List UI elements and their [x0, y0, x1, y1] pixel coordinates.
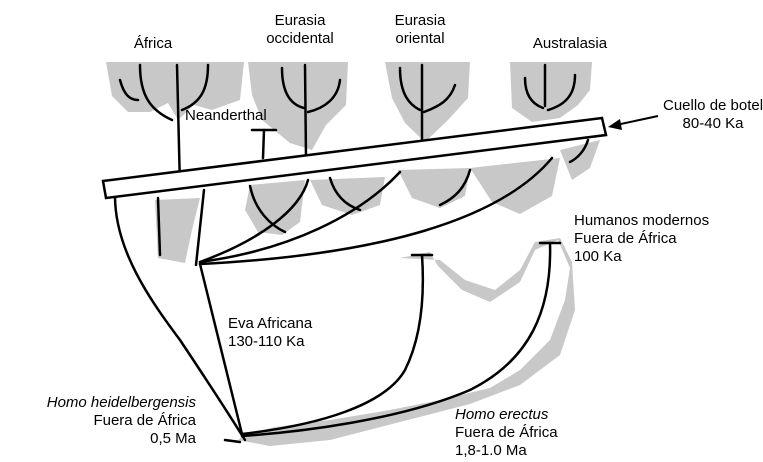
heidelbergensis-line-2: Fuera de África: [0, 412, 196, 430]
modern-humans-line-2: Fuera de África: [574, 230, 709, 248]
lower-shading-1: [155, 198, 200, 263]
bottleneck-label: Cuello de botella 80-40 Ka: [663, 97, 763, 133]
neanderthal-label: Neanderthal: [185, 107, 267, 125]
neanderthal-line: [263, 130, 264, 158]
bottleneck-line-1: Cuello de botella: [663, 97, 763, 115]
heidelbergensis-label: Homo heidelbergensis Fuera de África 0,5…: [0, 394, 196, 448]
western-eurasia-line-2: occidental: [245, 30, 355, 48]
region-label-africa: África: [123, 35, 183, 53]
region-label-western-eurasia: Eurasia occidental: [245, 12, 355, 48]
african-eve-line-1: Eva Africana: [228, 315, 312, 333]
bottleneck-arrow: [608, 116, 658, 130]
african-eve-label: Eva Africana 130-110 Ka: [228, 315, 312, 351]
modern-humans-label: Humanos modernos Fuera de África 100 Ka: [574, 212, 709, 266]
right-shading: [560, 140, 600, 180]
lineage-shading: [106, 62, 600, 446]
erectus-line-3: 1,8-1.0 Ma: [455, 442, 558, 460]
region-label-eastern-eurasia: Eurasia oriental: [380, 12, 460, 48]
modern-humans-line-1: Humanos modernos: [574, 212, 709, 230]
heidelbergensis-connector: [225, 440, 240, 442]
lower-shading-4: [398, 168, 470, 208]
heidelbergensis-line-1: Homo heidelbergensis: [0, 394, 196, 412]
bottleneck-line-2: 80-40 Ka: [663, 115, 763, 133]
heidelbergensis-line-3: 0,5 Ma: [0, 430, 196, 448]
erectus-line-1: Homo erectus: [455, 406, 558, 424]
african-eve-line-2: 130-110 Ka: [228, 333, 312, 351]
lower-shading-5: [470, 158, 560, 214]
western-eurasia-trunk: [305, 65, 306, 158]
erectus-label: Homo erectus Fuera de África 1,8-1.0 Ma: [455, 406, 558, 460]
australasia-shading: [510, 62, 592, 122]
eastern-eurasia-shading: [385, 62, 470, 142]
western-eurasia-line-1: Eurasia: [245, 12, 355, 30]
eastern-eurasia-line-1: Eurasia: [380, 12, 460, 30]
region-label-australasia: Australasia: [515, 35, 625, 53]
modern-humans-line-3: 100 Ka: [574, 248, 709, 266]
eastern-eurasia-line-2: oriental: [380, 30, 460, 48]
erectus-line-2: Fuera de África: [455, 424, 558, 442]
